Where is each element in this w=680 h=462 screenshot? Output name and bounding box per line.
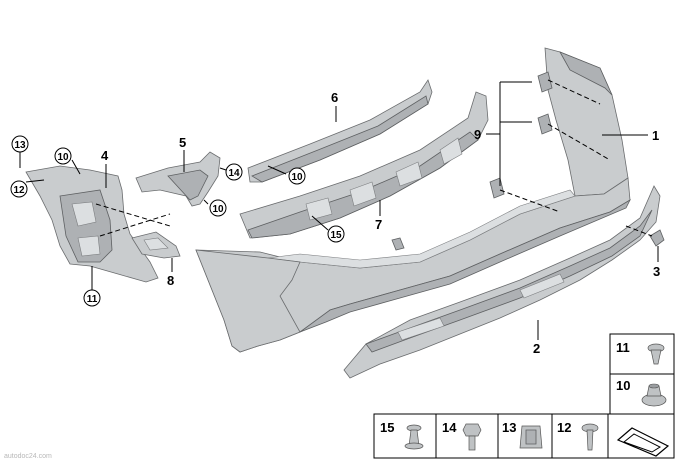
impact-absorber-part [239,91,489,239]
callout-13: 13 [14,140,26,151]
seal-profile-icon [616,427,670,457]
callout-1: 1 [652,128,659,143]
callout-5: 5 [179,135,186,150]
callout-10-circle-c [209,199,227,217]
callout-14-circle [225,163,243,181]
clip-icon [404,424,424,450]
upper-carrier-part [247,79,433,183]
legend-box-11 [609,333,675,375]
callout-10-a: 10 [57,152,69,163]
callout-15-circle [327,225,345,243]
callout-10-circle-a [54,147,72,165]
callout-14: 14 [228,168,240,179]
hex-bolt-icon [462,423,482,451]
callout-6: 6 [331,90,338,105]
callout-12-circle [10,180,28,198]
callout-3: 3 [653,264,660,279]
callout-10-b: 10 [291,172,303,183]
callout-10-c: 10 [212,204,224,215]
callout-13-circle [11,135,29,153]
spring-nut-icon [519,425,543,449]
callout-8: 8 [167,273,174,288]
legend-label-15: 15 [380,420,394,435]
legend-label-13: 13 [502,420,516,435]
callout-4: 4 [101,148,109,163]
callout-7: 7 [375,217,382,232]
legend-label-14: 14 [442,420,457,435]
cap-part [649,229,665,247]
expanding-rivet-icon [647,343,665,365]
side-bracket-part [25,165,159,283]
callout-11-circle [83,289,101,307]
callout-2: 2 [533,341,540,356]
callout-12: 12 [13,185,25,196]
bumper-cover-part [195,47,631,353]
bracket-part [135,151,221,207]
guide-parts [489,71,553,199]
fastener-legend: 11 10 15 14 13 [373,333,675,459]
watermark: autodoc24.com [4,453,52,460]
diffuser-part [343,185,661,379]
legend-label-11: 11 [616,340,630,355]
legend-label-12: 12 [557,420,571,435]
callout-9: 9 [474,127,481,142]
legend-box-10 [609,373,675,415]
screw-icon [581,423,599,451]
collar-nut-icon [641,383,667,407]
callouts: 1 2 3 4 5 6 7 8 9 10 10 10 11 12 13 14 1… [10,90,660,356]
legend-label-10: 10 [616,378,630,393]
leader-lines [19,79,659,340]
callout-15: 15 [330,230,342,241]
legend-box-15 [373,413,437,459]
callout-10-circle-b [288,167,306,185]
callout-11: 11 [87,294,98,305]
reflector-frame-part [131,231,181,259]
